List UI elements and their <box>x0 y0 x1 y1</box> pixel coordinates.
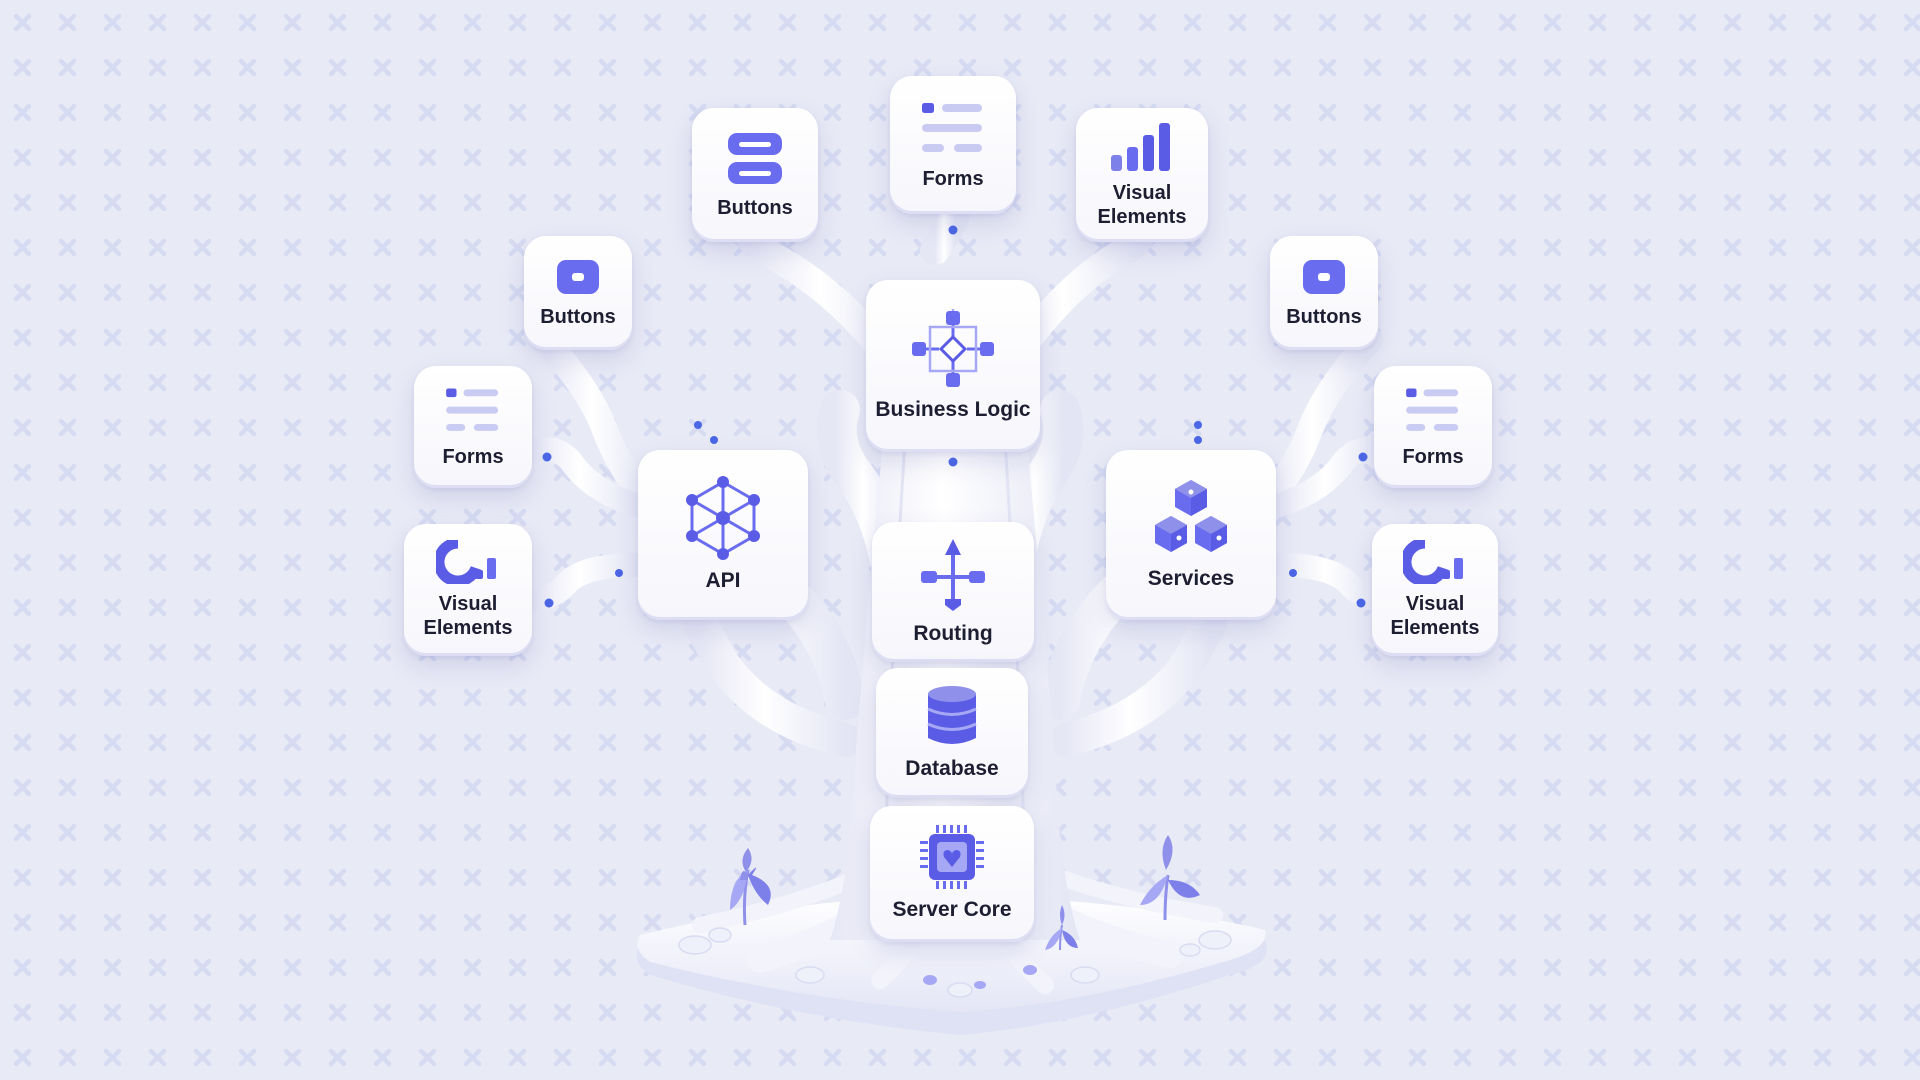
hexagon-network-icon <box>686 476 760 561</box>
donut-chart-icon <box>1403 540 1463 584</box>
routing-arrows-icon <box>921 539 985 612</box>
node-buttons-right[interactable]: Buttons <box>1270 236 1378 350</box>
button-icon <box>1303 260 1345 294</box>
list-icon <box>922 103 982 152</box>
node-label: Business Logic <box>875 398 1031 422</box>
cpu-chip-icon <box>920 825 984 890</box>
node-label: Buttons <box>717 197 793 219</box>
node-visual-elements-right[interactable]: Visual Elements <box>1372 524 1498 656</box>
node-label: Visual Elements <box>1390 593 1480 639</box>
node-buttons-top[interactable]: Buttons <box>692 108 818 242</box>
node-visual-elements-left[interactable]: Visual Elements <box>404 524 532 656</box>
list-icon <box>446 388 499 431</box>
node-services[interactable]: Services <box>1106 450 1276 620</box>
node-api[interactable]: API <box>638 450 808 620</box>
node-label: API <box>705 569 741 593</box>
node-label: Server Core <box>892 898 1012 922</box>
cubes-icon <box>1155 480 1227 553</box>
plant-small <box>1045 905 1078 951</box>
bar-chart-icon <box>1111 123 1170 171</box>
pebbles <box>678 927 1232 998</box>
node-forms-top[interactable]: Forms <box>890 76 1016 214</box>
node-label: Buttons <box>1286 306 1362 328</box>
node-forms-left[interactable]: Forms <box>414 366 532 488</box>
node-visual-elements-top[interactable]: Visual Elements <box>1076 108 1208 242</box>
node-business-logic[interactable]: Business Logic <box>866 280 1040 452</box>
node-database[interactable]: Database <box>876 668 1028 798</box>
database-icon <box>927 686 977 745</box>
node-label: Visual Elements <box>423 593 513 639</box>
plant-right <box>1140 835 1200 921</box>
connector-dots <box>542 225 1368 608</box>
stacked-buttons-icon <box>728 133 782 184</box>
button-icon <box>557 260 599 294</box>
flow-network-icon <box>912 309 994 388</box>
node-label: Database <box>905 757 999 781</box>
node-label: Forms <box>442 446 504 468</box>
node-label: Forms <box>1402 446 1464 468</box>
node-label: Visual Elements <box>1097 182 1187 228</box>
node-forms-right[interactable]: Forms <box>1374 366 1492 488</box>
node-routing[interactable]: Routing <box>872 522 1034 662</box>
node-label: Forms <box>922 168 984 190</box>
node-label: Routing <box>913 622 993 646</box>
donut-chart-icon <box>436 540 496 584</box>
list-icon <box>1406 388 1459 431</box>
pebbles-colored <box>923 965 1037 989</box>
plant-left <box>730 848 771 926</box>
node-label: Buttons <box>540 306 616 328</box>
node-buttons-left[interactable]: Buttons <box>524 236 632 350</box>
node-label: Services <box>1147 567 1235 591</box>
node-server-core[interactable]: Server Core <box>870 806 1034 942</box>
